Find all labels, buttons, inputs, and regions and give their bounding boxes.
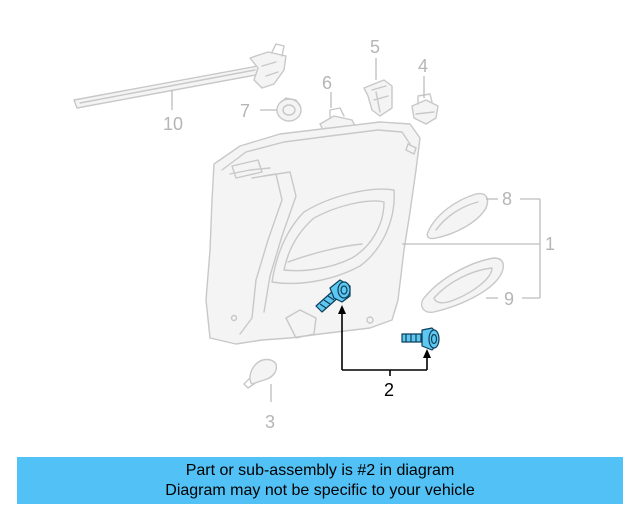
part-8-lens: [426, 192, 489, 240]
banner-line-1: Part or sub-assembly is #2 in diagram: [185, 461, 455, 479]
part-7-grommet: [276, 97, 302, 122]
part-3-push-pin: [243, 358, 278, 389]
callout-10: 10: [163, 114, 183, 134]
banner-line-2: Diagram may not be specific to your vehi…: [165, 481, 475, 499]
info-banner: Part or sub-assembly is #2 in diagram Di…: [17, 457, 623, 504]
callout-8: 8: [502, 189, 512, 209]
callout-5: 5: [370, 37, 380, 57]
callout-1: 1: [545, 234, 555, 254]
callout-2: 2: [384, 380, 394, 400]
callout-4: 4: [418, 56, 428, 76]
part-4-retainer: [411, 93, 439, 125]
part-2-bolt-upper: [315, 279, 351, 313]
callout-6: 6: [322, 73, 332, 93]
part-5-bracket: [363, 79, 393, 117]
callout-3: 3: [265, 412, 275, 432]
part-9-bezel: [420, 257, 505, 313]
callout-2-leader: [338, 305, 431, 376]
callout-9: 9: [504, 289, 514, 309]
part-10-weatherstrip: [73, 43, 287, 109]
part-2-bolt-lower: [401, 327, 440, 351]
part-1-quarter-trim-panel: [205, 121, 421, 345]
callout-7: 7: [240, 101, 250, 121]
